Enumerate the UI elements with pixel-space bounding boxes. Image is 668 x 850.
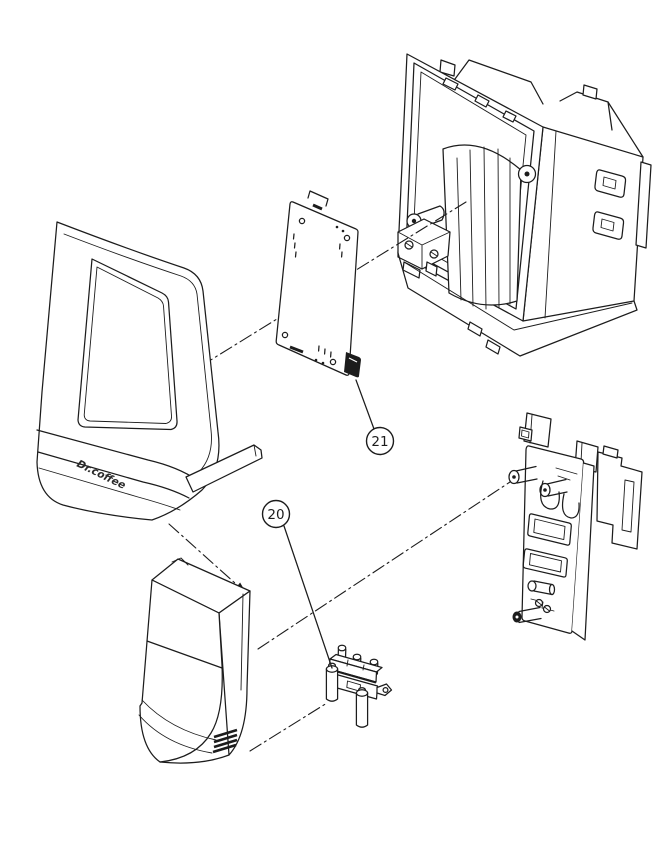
pcb-connector [344,352,361,378]
display-mounting-bar [185,444,263,493]
bracket-bottom-left-pin [512,606,542,624]
bracket-side-strip [571,462,595,641]
cover-crease [146,640,223,669]
callout-21-number: 21 [371,434,388,450]
pcb-top-tab [307,190,329,207]
display-screen-inner [83,266,172,424]
bracket-screws [530,598,555,614]
pcb-board [275,201,359,376]
bracket-top-tab [518,412,552,448]
housing-top-steps [439,59,644,158]
cover-vent-slots [212,728,238,754]
display-pcb [275,190,361,378]
bracket-bottom-pin [527,580,556,596]
callout-21[interactable]: 21 [355,379,395,456]
rear-housing [397,53,652,357]
assembly-axis-cover-manifold [249,702,328,752]
housing-top-slots [442,77,517,123]
bracket-lower-slot [522,548,568,578]
housing-side-clip-upper [594,169,627,198]
callout-21-leader [355,379,375,430]
manifold-block [325,644,393,728]
display-screen [77,258,178,431]
callout-21-balloon[interactable] [365,426,395,456]
callout-20[interactable]: 20 [261,499,333,669]
manifold-side-tab [376,683,393,697]
assembly-axis-cover-bracket [257,477,517,650]
display-unit: Dr.coffee [36,221,263,521]
bracket-middle-slot [527,513,572,546]
housing-mounting-block [397,205,451,279]
bracket-plate [521,445,585,634]
housing-side-clip-lower [592,211,625,240]
housing-side-panel [522,126,644,322]
pcb-solder-pads [289,203,345,365]
front-cover [138,557,251,764]
housing-inner-drum [442,144,537,310]
assembly-axis-display-cover [168,523,237,585]
mounting-bracket [508,412,643,641]
housing-bottom-flange [397,252,638,357]
pcb-mounting-holes [281,217,351,366]
callout-20-leader [283,525,333,669]
bracket-hooks [540,480,580,519]
manifold-right-cylinder [355,687,369,728]
bracket-left-pins [508,465,568,498]
manifold-left-cylinder [325,662,339,702]
callout-20-number: 20 [267,507,284,523]
callout-20-balloon[interactable] [261,499,291,529]
